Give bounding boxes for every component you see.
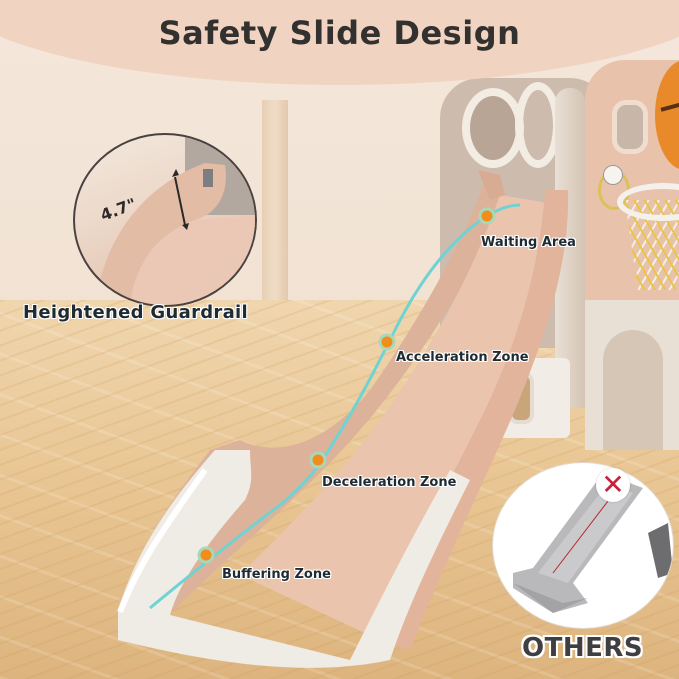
waiting-area-dot-icon	[478, 207, 496, 225]
deceleration-zone-dot-icon	[309, 451, 327, 469]
zone-label-waiting-area: Waiting Area	[481, 235, 576, 250]
wall-pillar	[262, 100, 288, 330]
guardrail-detail-inset	[73, 133, 257, 307]
zone-label-acceleration-zone: Acceleration Zone	[396, 350, 529, 365]
guardrail-label: Heightened Guardrail	[23, 302, 248, 323]
guardrail-closeup	[95, 135, 255, 305]
generic-slide-illustration	[513, 473, 673, 613]
acceleration-zone-dot-icon	[378, 333, 396, 351]
playhouse-window	[612, 100, 648, 154]
zone-label-buffering-zone: Buffering Zone	[222, 567, 331, 582]
zone-label-deceleration-zone: Deceleration Zone	[322, 475, 457, 490]
page-title: Safety Slide Design	[158, 14, 521, 52]
playhouse-archway	[585, 300, 679, 450]
clock-toy-icon	[603, 165, 623, 185]
others-label: OTHERS	[522, 633, 644, 663]
buffering-zone-dot-icon	[197, 546, 215, 564]
red-x-icon: ✕	[596, 468, 630, 502]
basketball-hoop	[617, 183, 679, 221]
others-comparison-inset	[493, 463, 673, 628]
